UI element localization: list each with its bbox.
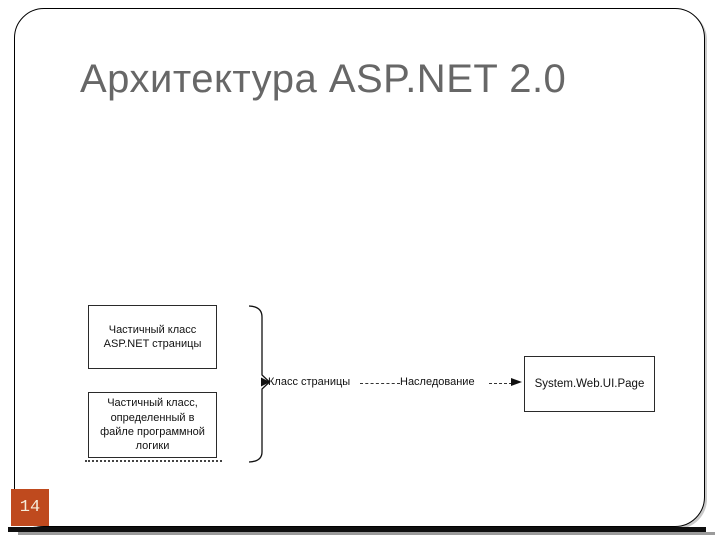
page-number-badge: 14 (11, 489, 49, 526)
base-class-box: System.Web.UI.Page (524, 356, 655, 412)
slide-title: Архитектура ASP.NET 2.0 (80, 57, 567, 101)
inheritance-dash-left (360, 383, 400, 384)
page-class-label: Класс страницы (268, 376, 351, 388)
inheritance-label: Наследование (400, 376, 475, 388)
bottom-bar (8, 527, 706, 532)
partial-class-page-box: Частичный класс ASP.NET страницы (88, 305, 217, 369)
grouping-brace-icon (248, 305, 271, 463)
inheritance-arrow-icon (511, 378, 522, 386)
partial-class-codebehind-box: Частичный класс, определенный в файле пр… (88, 392, 217, 458)
bottom-bar-shadow (18, 532, 715, 535)
inheritance-dash-right (489, 383, 512, 384)
box-dotted-underline (85, 460, 222, 462)
